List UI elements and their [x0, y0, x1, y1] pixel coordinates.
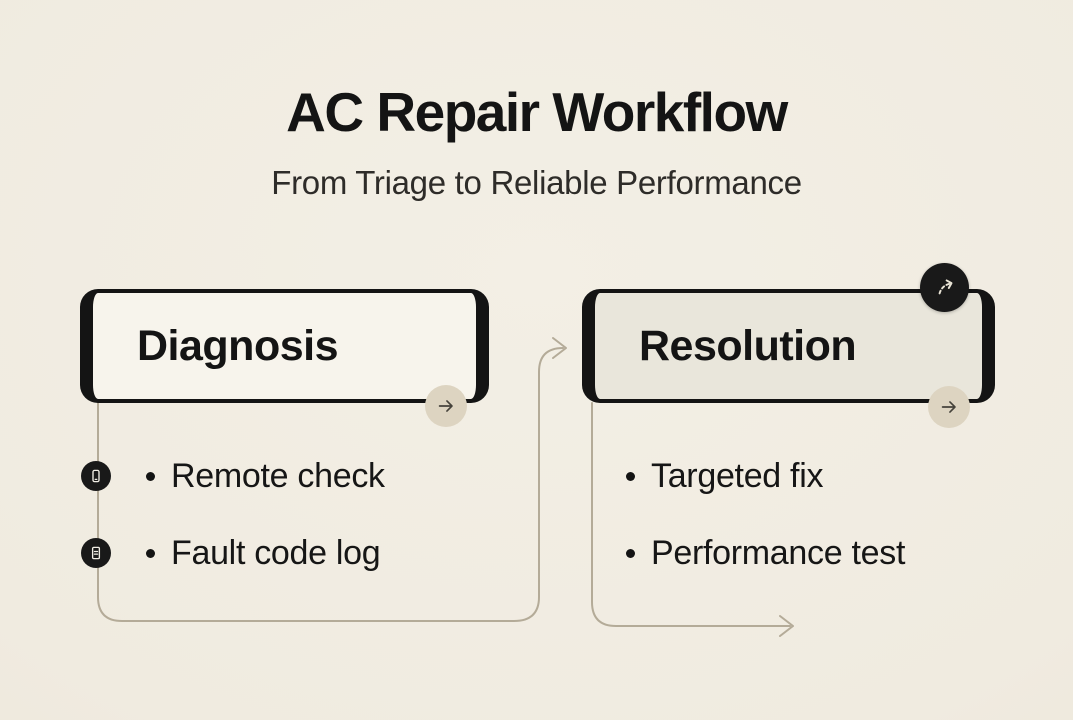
connector-resolution-out	[591, 402, 791, 627]
resolution-stage-title: Resolution	[639, 321, 857, 370]
resolution-next-chip	[928, 386, 970, 428]
bullet-dot	[146, 471, 155, 481]
list-item: Remote check	[81, 458, 385, 494]
list-item: Performance test	[626, 535, 905, 571]
bullet-dot	[626, 548, 635, 558]
arrowhead-into-resolution	[552, 337, 567, 359]
resolution-item-label: Targeted fix	[651, 457, 824, 495]
bullet-dot	[146, 548, 155, 558]
resolution-stage-box: Resolution	[582, 289, 995, 403]
document-icon	[81, 538, 111, 568]
page-subtitle: From Triage to Reliable Performance	[271, 164, 802, 201]
arrowhead-resolution-out	[779, 615, 794, 637]
resolution-corner-badge	[920, 263, 969, 312]
smartphone-icon	[81, 461, 111, 491]
list-item: Targeted fix	[626, 458, 823, 494]
dashed-up-arrow-icon	[938, 278, 952, 294]
diagnosis-item-label: Remote check	[171, 457, 385, 495]
diagnosis-next-chip	[425, 385, 467, 427]
diagnosis-item-label: Fault code log	[171, 534, 381, 572]
bullet-dot	[626, 471, 635, 481]
page-title: AC Repair Workflow	[286, 81, 788, 143]
arrow-right-icon	[438, 400, 453, 412]
resolution-item-label: Performance test	[651, 534, 906, 572]
diagnosis-stage-box: Diagnosis	[80, 289, 489, 403]
diagnosis-stage-title: Diagnosis	[137, 321, 339, 370]
list-item: Fault code log	[81, 534, 381, 572]
arrow-right-icon	[941, 401, 956, 413]
